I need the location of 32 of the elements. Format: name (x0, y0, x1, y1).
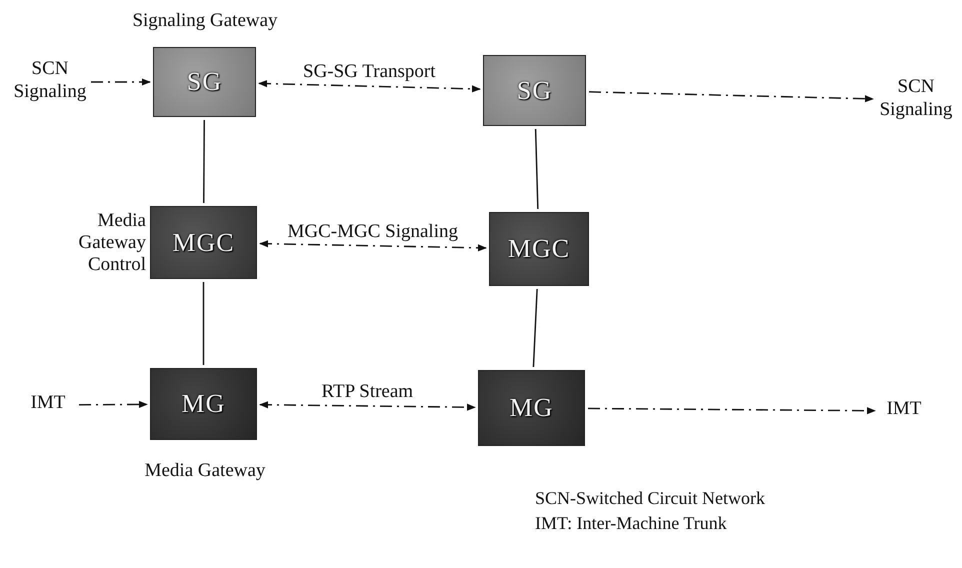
box-label: SG (516, 76, 552, 106)
arrow (588, 407, 876, 414)
node-label: SCN Signaling (876, 76, 956, 124)
node-label: IMT (20, 392, 76, 418)
connector-line (202, 282, 204, 365)
gateway-box (153, 47, 256, 117)
footnote: IMT: Inter-Machine Trunk (535, 513, 727, 534)
node-caption: Media Gateway Control (77, 210, 146, 276)
arrow (259, 401, 476, 411)
footnote: SCN-Switched Circuit Network (535, 488, 765, 509)
arrow (258, 80, 481, 92)
arrow (79, 400, 148, 408)
connector-line (534, 128, 539, 210)
gateway-box (489, 212, 589, 286)
box-label: MG (510, 393, 554, 423)
node-caption: Media Gateway (144, 460, 266, 482)
box-label: MGC (172, 228, 235, 258)
box-label: MG (182, 389, 226, 419)
gateway-box (150, 206, 257, 279)
gateway-box (150, 368, 257, 440)
box-label: SG (186, 67, 222, 97)
gateway-box (483, 55, 586, 126)
node-label: IMT (878, 398, 930, 424)
node-caption: Signaling Gateway (131, 10, 279, 32)
connector-line (203, 120, 205, 203)
gateway-box (478, 370, 585, 446)
box-label: MGC (508, 234, 570, 264)
node-label: SCN Signaling (12, 58, 88, 106)
connector-line (532, 288, 538, 368)
arrow (588, 91, 874, 102)
arrow (91, 78, 151, 86)
arrow (259, 240, 487, 252)
